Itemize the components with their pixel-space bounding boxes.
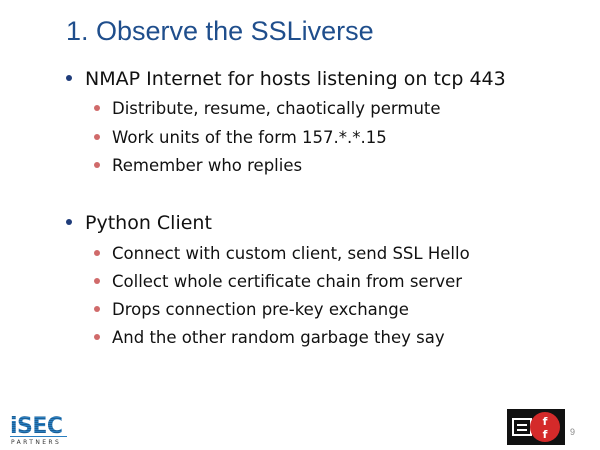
sub-bullet-dot-icon	[94, 277, 100, 284]
isec-partners-logo: iSEC PARTNERS	[10, 414, 67, 445]
page-number: 9	[570, 427, 576, 437]
sub-bullet-item: Drops connection pre-key exchange	[94, 300, 409, 319]
bullet-dot-icon	[66, 218, 72, 225]
sub-bullet-dot-icon	[94, 104, 100, 111]
eff-logo: f f	[507, 409, 565, 445]
svg-text:f: f	[543, 415, 548, 428]
sub-bullet-item: Remember who replies	[94, 156, 302, 175]
svg-text:f: f	[543, 428, 548, 441]
sub-bullet-item: Connect with custom client, send SSL Hel…	[94, 244, 470, 263]
bullet-text: Python Client	[85, 212, 212, 234]
sub-bullet-text: Collect whole certificate chain from ser…	[112, 272, 463, 291]
sub-bullet-item: Collect whole certificate chain from ser…	[94, 272, 462, 291]
sub-bullet-text: Distribute, resume, chaotically permute	[112, 99, 441, 118]
bullet-dot-icon	[66, 74, 72, 81]
sub-bullet-text: Connect with custom client, send SSL Hel…	[112, 244, 470, 263]
sub-bullet-text: And the other random garbage they say	[112, 328, 445, 347]
sub-bullet-dot-icon	[94, 161, 100, 168]
bullet-text: NMAP Internet for hosts listening on tcp…	[85, 68, 506, 90]
bullet-item: Python Client	[66, 212, 212, 234]
slide-title: 1. Observe the SSLiverse	[66, 16, 374, 46]
sub-bullet-dot-icon	[94, 333, 100, 340]
sub-bullet-text: Drops connection pre-key exchange	[112, 300, 409, 319]
bullet-item: NMAP Internet for hosts listening on tcp…	[66, 68, 506, 90]
sub-bullet-item: Distribute, resume, chaotically permute	[94, 99, 441, 118]
sub-bullet-text: Work units of the form 157.*.*.15	[112, 128, 387, 147]
svg-text:iSEC: iSEC	[10, 414, 63, 439]
sub-bullet-dot-icon	[94, 133, 100, 140]
sub-bullet-dot-icon	[94, 249, 100, 256]
sub-bullet-item: And the other random garbage they say	[94, 328, 445, 347]
svg-text:PARTNERS: PARTNERS	[11, 439, 61, 445]
sub-bullet-item: Work units of the form 157.*.*.15	[94, 128, 387, 147]
sub-bullet-text: Remember who replies	[112, 156, 303, 175]
sub-bullet-dot-icon	[94, 305, 100, 312]
